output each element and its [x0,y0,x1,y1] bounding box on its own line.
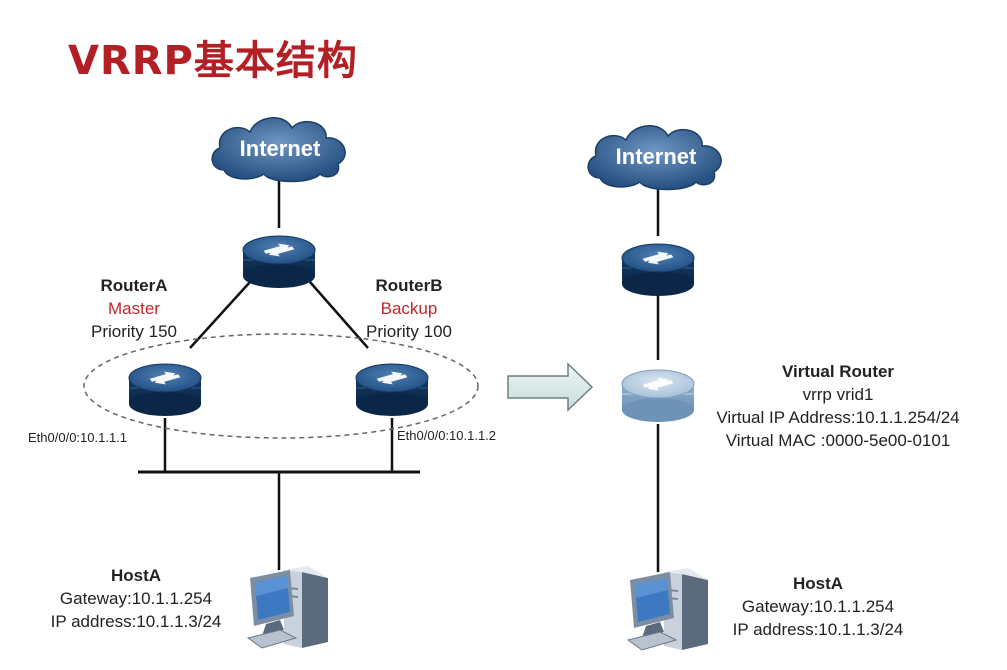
router-b-icon [355,363,429,416]
router-b-interface: Eth0/0/0:10.1.1.2 [397,428,497,443]
host-a-gateway-left: Gateway:10.1.1.254 [59,589,213,608]
internet-cloud-right [587,125,722,191]
router-b-priority: Priority 100 [366,322,452,341]
core-router-icon-right [621,243,695,296]
host-a-name-right: HostA [792,574,844,593]
internet-label-right: Internet [616,144,697,169]
router-a-name: RouterA [100,276,168,295]
virtual-router-icon [621,369,695,422]
virtual-router-name: Virtual Router [781,362,895,381]
virtual-router-label: Virtual Router vrrp vrid1 Virtual IP Add… [690,360,986,452]
host-a-name-left: HostA [110,566,162,585]
vrrp-group-ellipse [83,333,479,439]
virtual-router-vrid: vrrp vrid1 [802,385,874,404]
internet-label-left: Internet [240,136,321,161]
router-a-label: RouterA Master Priority 150 [84,274,184,343]
router-a-icon [128,363,202,416]
core-router-icon [242,235,316,288]
host-a-computer-icon-left [246,566,328,649]
host-a-ip-left: IP address:10.1.1.3/24 [50,612,222,631]
page-title: VRRP基本结构 [68,38,358,84]
router-a-priority: Priority 150 [91,322,177,341]
host-a-label-left: HostA Gateway:10.1.1.254 IP address:10.1… [24,564,248,633]
virtual-router-vmac: Virtual MAC :0000-5e00-0101 [725,431,951,450]
virtual-router-vip: Virtual IP Address:10.1.1.254/24 [716,408,960,427]
router-a-role: Master [108,299,160,318]
host-a-ip-right: IP address:10.1.1.3/24 [732,620,904,639]
host-a-label-right: HostA Gateway:10.1.1.254 IP address:10.1… [706,572,930,641]
router-b-role: Backup [380,299,438,318]
internet-cloud-left [211,117,346,183]
link-core-routerb [309,281,369,349]
host-a-computer-icon-right [626,568,708,651]
router-b-label: RouterB Backup Priority 100 [354,274,464,343]
router-b-name: RouterB [375,276,443,295]
host-a-gateway-right: Gateway:10.1.1.254 [741,597,895,616]
link-core-routera [189,281,251,349]
router-a-interface: Eth0/0/0:10.1.1.1 [28,430,128,445]
transition-arrow [507,362,594,412]
